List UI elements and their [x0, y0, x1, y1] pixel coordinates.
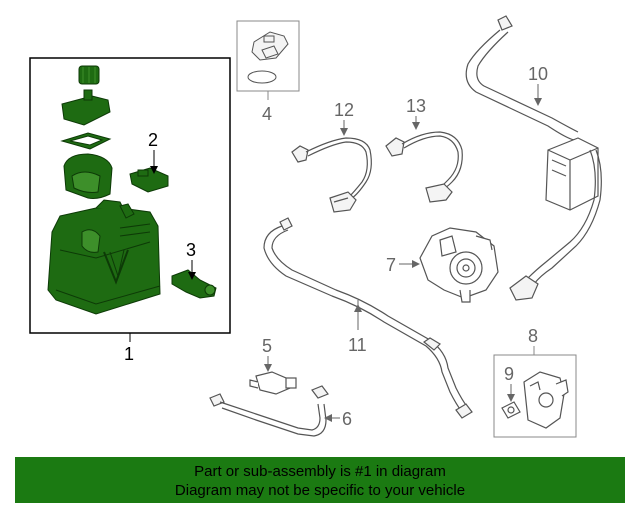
filter-housing-icon	[61, 89, 111, 126]
part-5-group[interactable]: 5	[249, 336, 297, 395]
part-2-sensor-icon	[129, 167, 169, 193]
callout-9: 9	[504, 364, 514, 384]
callout-12: 12	[334, 100, 354, 120]
callout-3: 3	[186, 240, 196, 260]
callout-11: 11	[348, 335, 367, 355]
callout-8: 8	[528, 326, 538, 346]
callout-2: 2	[148, 130, 158, 150]
callout-6: 6	[342, 409, 352, 429]
vacuum-hose-6-icon	[209, 385, 329, 437]
callout-4: 4	[262, 104, 272, 124]
oxygen-sensor-12-icon	[291, 137, 372, 213]
filter-element-icon	[63, 153, 113, 199]
air-hose-10-icon	[465, 15, 602, 301]
callout-13: 13	[406, 96, 426, 116]
part-11-group[interactable]: 11	[263, 217, 473, 419]
oxygen-sensor-13-icon	[385, 131, 463, 203]
map-sensor-icon	[247, 31, 289, 84]
callout-7: 7	[386, 255, 396, 275]
canister-body-icon	[47, 199, 161, 315]
purge-valve-5-icon	[249, 371, 297, 395]
part-13-group[interactable]: 13	[385, 96, 463, 203]
part-10-group[interactable]: 10	[465, 15, 602, 301]
air-hose-11-icon	[263, 217, 473, 419]
callout-5: 5	[262, 336, 272, 356]
gasket-icon	[60, 132, 112, 150]
part-8-group[interactable]: 8 9	[493, 326, 577, 438]
part-7-group[interactable]: 7	[386, 227, 499, 303]
part-4-group[interactable]: 4	[236, 20, 300, 124]
callout-1: 1	[124, 344, 134, 364]
part-12-group[interactable]: 12	[291, 100, 372, 213]
banner-line-2: Diagram may not be specific to your vehi…	[174, 482, 466, 499]
callout-10: 10	[528, 64, 548, 84]
banner-line-1: Part or sub-assembly is #1 in diagram	[194, 463, 446, 480]
canister-cap-icon	[78, 65, 100, 85]
gasket-9-icon	[501, 401, 521, 419]
air-pump-7-icon	[419, 227, 499, 303]
valve-8-icon	[523, 371, 569, 429]
part-6-group[interactable]: 6	[209, 385, 352, 437]
part-1-group[interactable]: 2 3 1	[29, 57, 231, 364]
info-banner: Part or sub-assembly is #1 in diagram Di…	[15, 457, 625, 503]
